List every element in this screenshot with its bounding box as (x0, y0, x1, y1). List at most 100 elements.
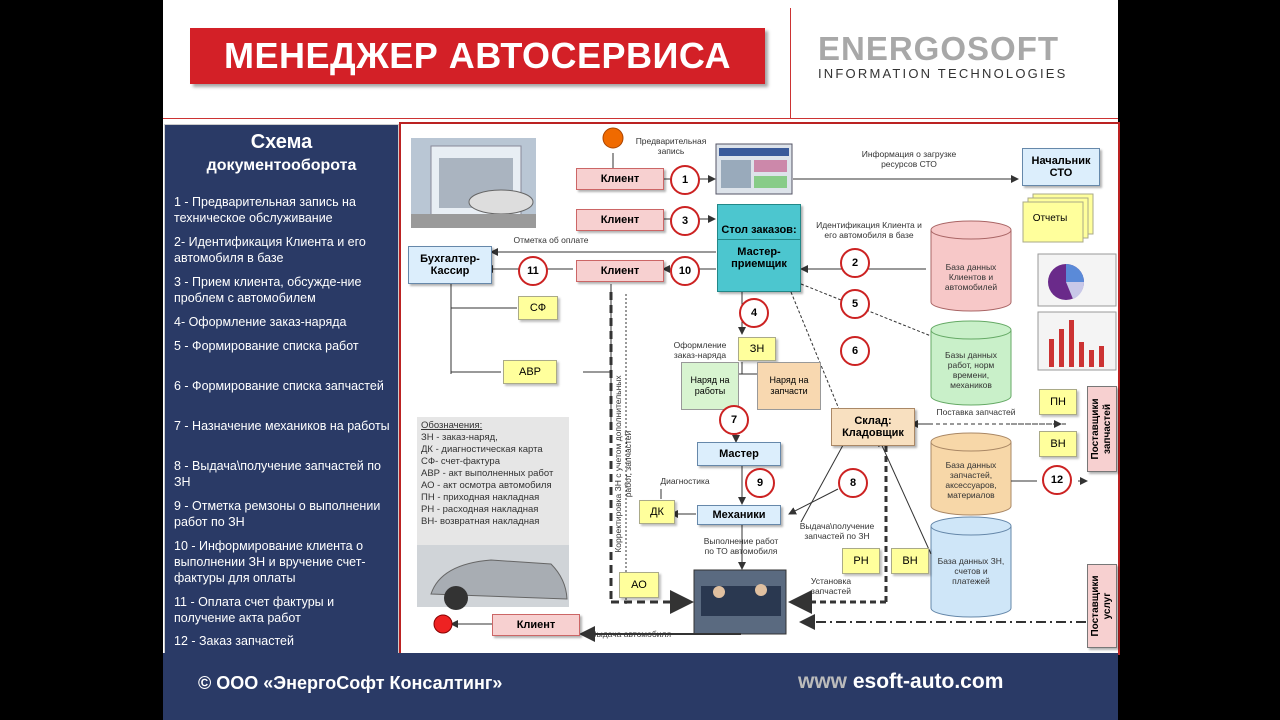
db-works-label: Базы данных работ, норм времени, механик… (944, 350, 997, 390)
legend-item: ДК - диагностическая карта (421, 444, 543, 455)
step-marker: 8 (838, 468, 868, 498)
reports-label: Отчеты (1032, 212, 1068, 224)
step-marker: 10 (670, 256, 700, 286)
doc-zn: ЗН (738, 337, 776, 361)
step-marker: 12 (1042, 465, 1072, 495)
database-cylinder (930, 220, 1012, 312)
db-parts-label: База данных запчастей, аксессуаров, мате… (945, 460, 997, 500)
step-description: 6 - Формирование списка запчастей (174, 379, 384, 393)
step-description: 11 - Оплата счет фактуры и получение акт… (174, 595, 335, 625)
step-description: 2- Идентификация Клиента и его автомобил… (174, 235, 366, 265)
legend-item: АО - акт осмотра автомобиля (421, 480, 552, 491)
legend-item: ПН - приходная накладная (421, 492, 540, 503)
annotation-text: Установка запчастей (810, 576, 852, 596)
legend-box: Обозначения: ЗН - заказ-наряд, ДК - диаг… (417, 417, 569, 545)
step-description: 7 - Назначение механиков на работы (174, 419, 390, 433)
step-marker: 1 (670, 165, 700, 195)
accountant-box: Бухгалтер-Кассир (408, 246, 492, 284)
garage-image (411, 138, 536, 228)
database-cylinder (930, 516, 1012, 618)
bar-chart-image (1037, 311, 1117, 371)
company-tagline: INFORMATION TECHNOLOGIES (818, 66, 1068, 81)
order-desk-role: Мастер-приемщик (731, 245, 787, 270)
legend-title: Обозначения: (421, 420, 483, 431)
service-suppliers-box: Поставщики услуг (1087, 564, 1117, 648)
chief-box: Начальник СТО (1022, 148, 1100, 186)
step-description: 10 - Информирование клиента о выполнении… (174, 539, 366, 585)
annotation-text: Оформление заказ-наряда (673, 340, 727, 360)
page-title: МЕНЕДЖЕР АВТОСЕРВИСА (190, 28, 765, 84)
master-box: Мастер (697, 442, 781, 466)
step-marker: 5 (840, 289, 870, 319)
step-description: 8 - Выдача\получение запчастей по ЗН (174, 459, 381, 489)
warehouse-box: Склад: Кладовщик (831, 408, 915, 446)
annotation-text: Предварительная запись (635, 136, 707, 156)
connector-lines (450, 153, 1088, 642)
step-description: 1 - Предварительная запись на техническо… (174, 195, 356, 225)
doc-sf: СФ (518, 296, 558, 320)
start-node (602, 127, 624, 149)
mechanics-photo (693, 569, 787, 635)
client-box: Клиент (576, 168, 664, 190)
client-box: Клиент (576, 260, 664, 282)
annotation-text: Выдача автомобиля (590, 629, 672, 639)
doc-avr: АВР (503, 360, 557, 384)
db-clients-label: База данных Клиентов и автомобилей (944, 262, 998, 292)
legend-item: АВР - акт выполненных работ (421, 468, 554, 479)
annotation-text: Поставка запчастей (936, 407, 1016, 417)
step-marker: 9 (745, 468, 775, 498)
car-image (417, 545, 569, 610)
doc-vn: ВН (891, 548, 929, 574)
software-screenshot-image (715, 143, 793, 195)
step-description: 5 - Формирование списка работ (174, 339, 359, 353)
legend-item: СФ- счет-фактура (421, 456, 500, 467)
step-marker: 6 (840, 336, 870, 366)
legend-item: ВН- возвратная накладная (421, 516, 540, 527)
workflow-diagram: Предварительная запись Информация о загр… (399, 122, 1120, 655)
database-cylinder (930, 432, 1012, 516)
doc-dk: ДК (639, 500, 675, 524)
doc-pn: ПН (1039, 389, 1077, 415)
annotation-text: Выдача\получение запчастей по ЗН (799, 521, 875, 541)
legend-item: РН - расходная накладная (421, 504, 539, 515)
step-description: 4- Оформление заказ-наряда (174, 315, 347, 329)
client-box: Клиент (576, 209, 664, 231)
website-link[interactable]: www esoft-auto.com (798, 670, 1003, 694)
client-box: Клиент (492, 614, 580, 636)
parts-suppliers-label: Поставщики запчастей (1090, 398, 1113, 460)
diagram-connectors (411, 127, 1117, 642)
step-marker: 11 (518, 256, 548, 286)
doc-rn: РН (842, 548, 880, 574)
legend-item: ЗН - заказ-наряд, (421, 432, 498, 443)
step-marker: 7 (719, 405, 749, 435)
sidebar-subtitle: документооборота (206, 157, 357, 174)
annotation-text: Информация о загрузке ресурсов СТО (861, 149, 957, 169)
step-description: 3 - Прием клиента, обсужде-ние проблем с… (174, 275, 362, 305)
step-marker: 3 (670, 206, 700, 236)
step-description: 12 - Заказ запчастей (174, 634, 294, 648)
mechanics-box: Механики (697, 505, 781, 525)
annotation-text: Выполнение работ по ТО автомобиля (703, 536, 779, 556)
end-node (433, 614, 453, 634)
header-bottom-divider (163, 118, 1118, 119)
footer-bar (163, 653, 1118, 720)
step-description: 9 - Отметка ремзоны о выполнении работ п… (174, 499, 381, 529)
step-marker: 4 (739, 298, 769, 328)
sidebar-legend: Схема документооборота 1 - Предварительн… (164, 124, 399, 655)
annotation-text: Диагностика (660, 476, 710, 486)
annotation-text: Корректировка ЗН с учетом дополнительных… (613, 375, 633, 553)
order-desk-title: Стол заказов: (721, 223, 797, 236)
website-prefix: www (798, 670, 848, 693)
db-orders-label: База данных ЗН, счетов и платежей (937, 556, 1005, 586)
parts-suppliers-box: Поставщики запчастей (1087, 386, 1117, 472)
sidebar-title: Схема (250, 131, 313, 153)
work-order-note: Наряд на работы (681, 362, 739, 410)
website-domain: esoft-auto.com (852, 670, 1004, 693)
order-desk-box: Стол заказов: Мастер-приемщик (717, 204, 801, 292)
database-cylinder (930, 320, 1012, 406)
company-logo: ENERGOSOFT (818, 30, 1060, 67)
annotation-text: Идентификация Клиента и его автомобиля в… (816, 220, 922, 240)
reports-stack (1022, 193, 1094, 243)
copyright-text: © ООО «ЭнергоСофт Консалтинг» (198, 673, 503, 693)
annotation-text: Отметка об оплате (513, 235, 589, 245)
